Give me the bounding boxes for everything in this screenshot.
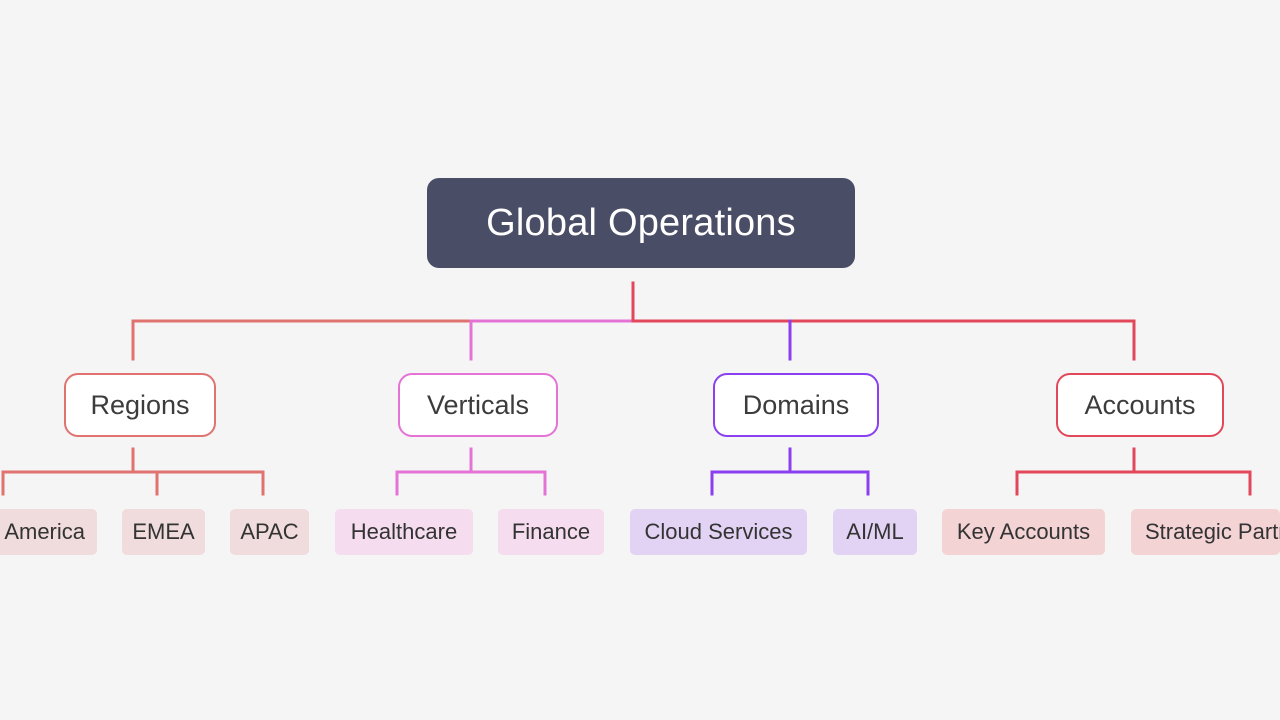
leaf-label: Key Accounts (956, 519, 1091, 544)
leaf-label: EMEA (132, 519, 195, 544)
root-node[interactable]: Global Operations (427, 178, 855, 268)
branch-label: Accounts (1084, 389, 1196, 420)
leaf-label: Strategic Partners (1145, 519, 1280, 544)
leaf-node-america[interactable]: America (0, 509, 97, 555)
leaf-node-key-accounts[interactable]: Key Accounts (942, 509, 1105, 555)
leaf-node-emea[interactable]: EMEA (122, 509, 205, 555)
branch-node-accounts[interactable]: Accounts (1056, 373, 1224, 437)
leaf-label: Cloud Services (644, 519, 793, 544)
leaf-label: APAC (240, 519, 299, 544)
leaf-label: Finance (511, 519, 591, 544)
leaf-label: America (4, 519, 85, 544)
branch-node-regions[interactable]: Regions (64, 373, 216, 437)
leaf-node-apac[interactable]: APAC (230, 509, 309, 555)
root-label: Global Operations (486, 201, 796, 244)
branch-label: Verticals (426, 389, 530, 420)
leaf-label: AI/ML (846, 519, 904, 544)
leaf-node-strategic-partners[interactable]: Strategic Partners (1131, 509, 1280, 555)
leaf-node-cloud-services[interactable]: Cloud Services (630, 509, 807, 555)
leaf-node-ai-ml[interactable]: AI/ML (833, 509, 917, 555)
leaf-label: Healthcare (350, 519, 458, 544)
branch-label: Domains (742, 389, 850, 420)
branch-node-domains[interactable]: Domains (713, 373, 879, 437)
leaf-node-finance[interactable]: Finance (498, 509, 604, 555)
branch-node-verticals[interactable]: Verticals (398, 373, 558, 437)
leaf-node-healthcare[interactable]: Healthcare (335, 509, 473, 555)
branch-label: Regions (90, 389, 190, 420)
